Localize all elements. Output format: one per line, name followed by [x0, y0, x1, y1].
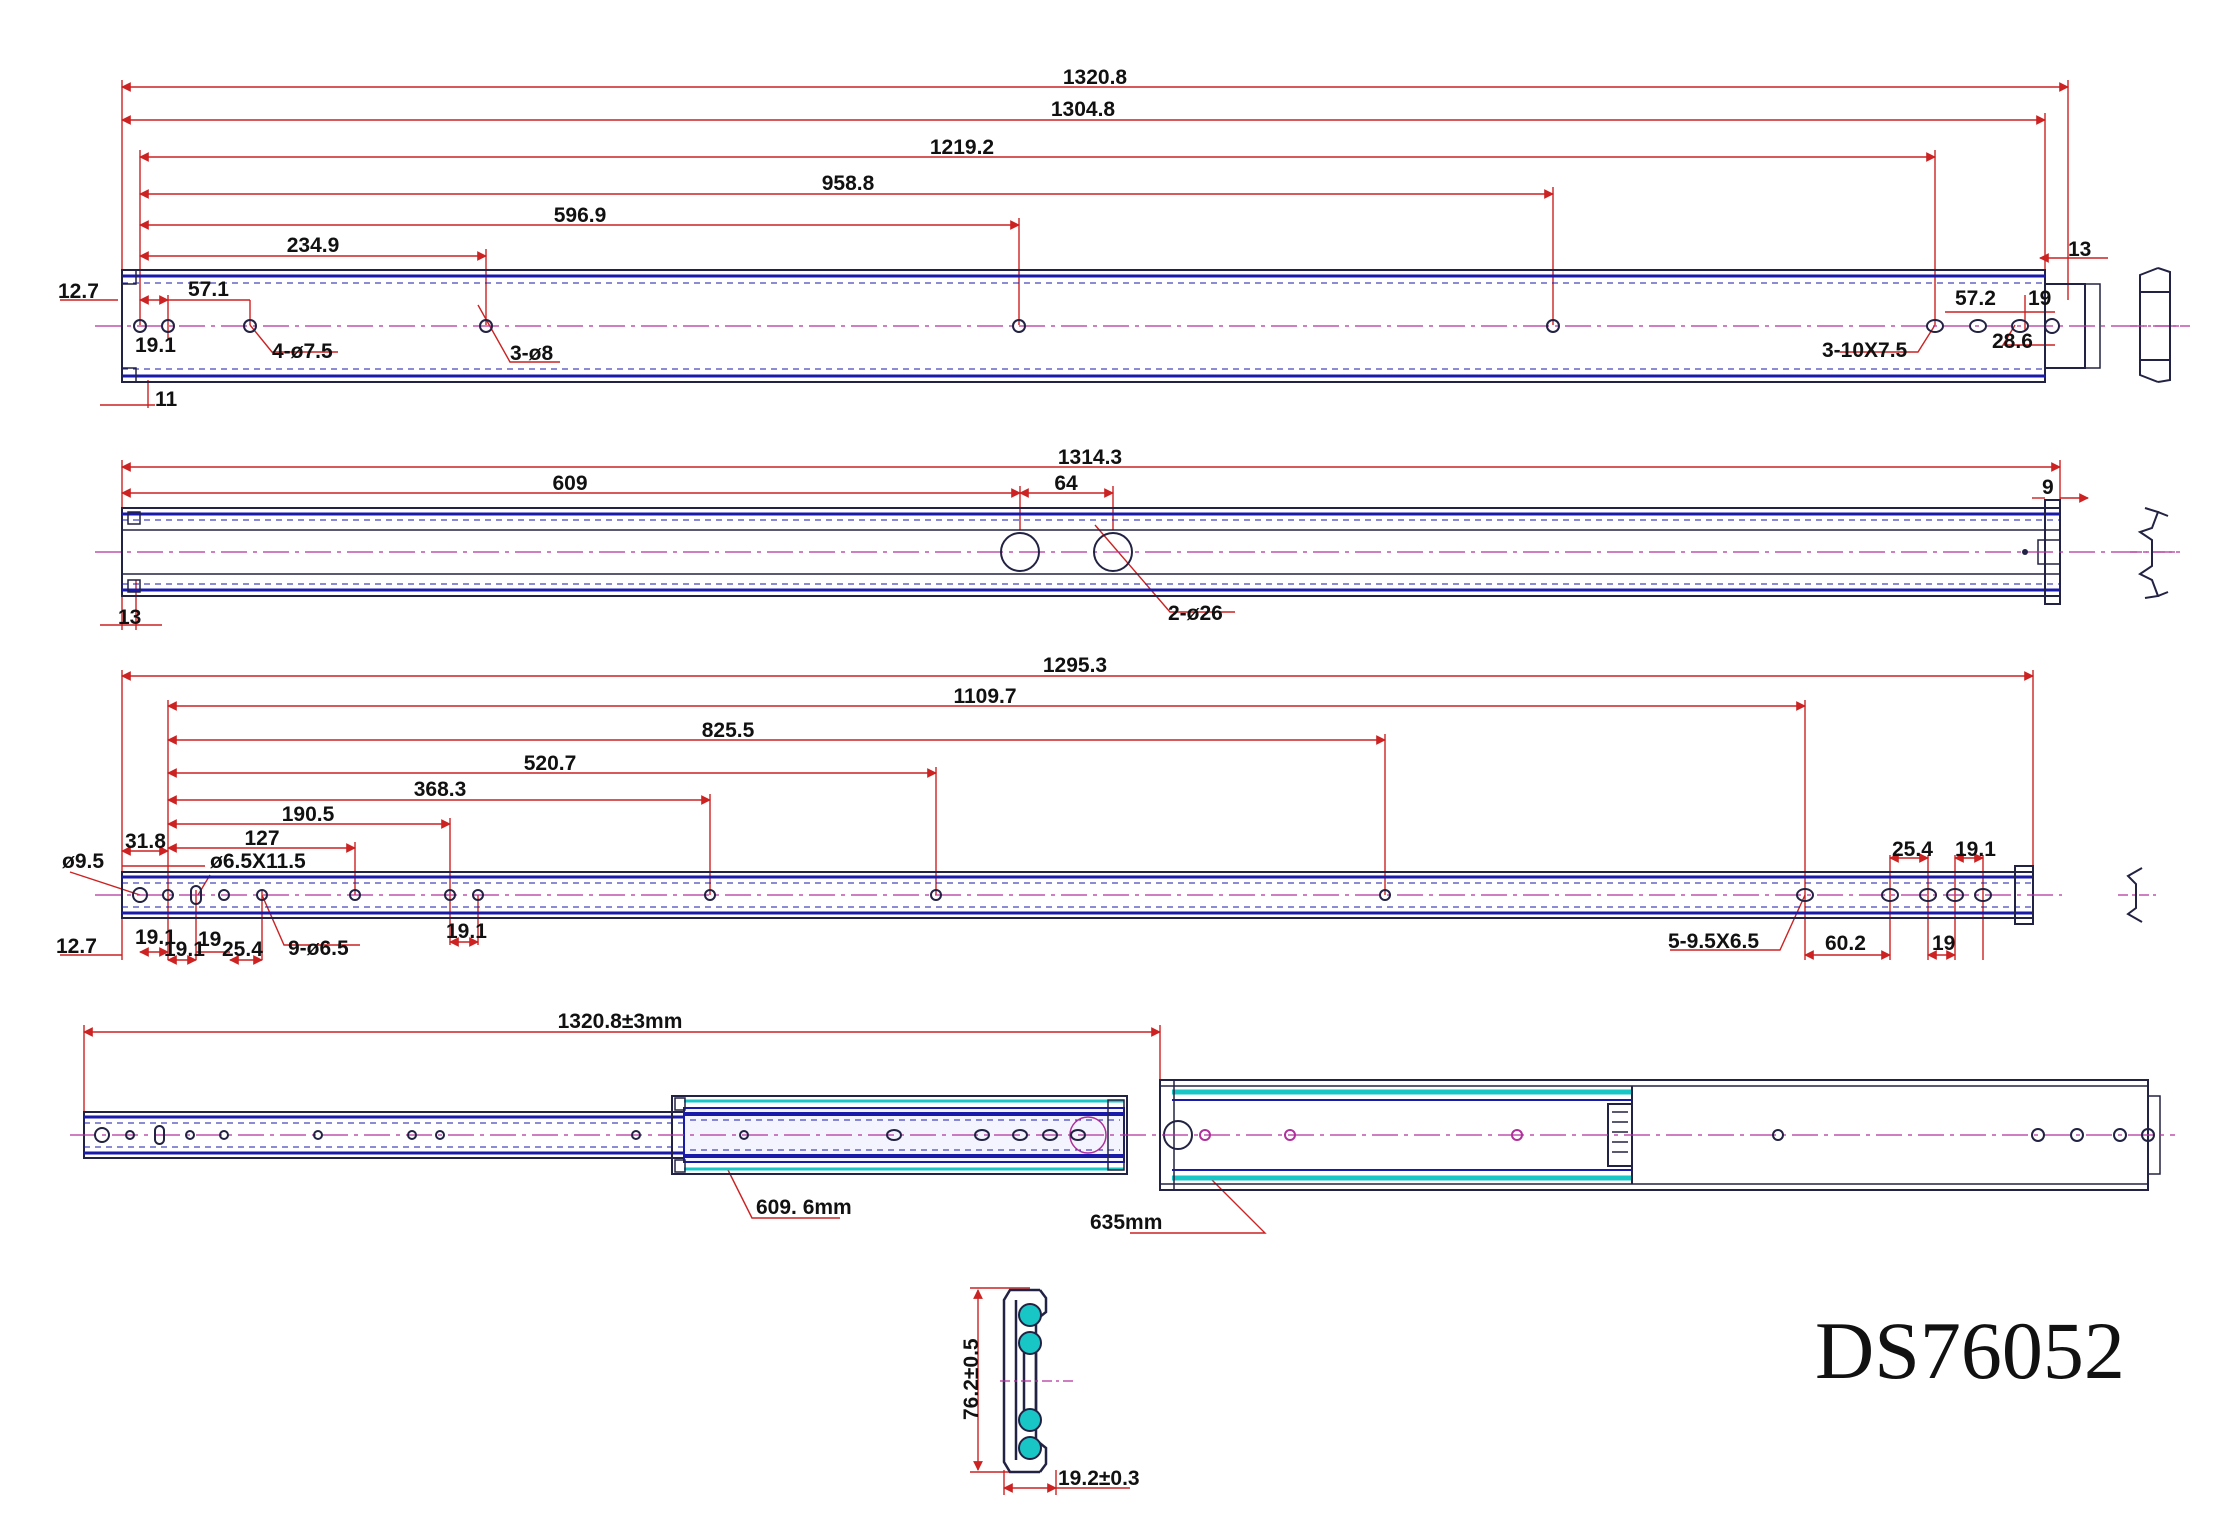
view3-dim-1109: 1109.7 [953, 685, 1016, 708]
view1-dim-13: 13 [2068, 238, 2091, 261]
view3-dim-19-1d: 19.1 [1955, 838, 1996, 861]
view3-holes [132, 885, 1992, 905]
view1-dim-596: 596.9 [554, 204, 607, 227]
view3-dim-825: 825.5 [702, 719, 755, 742]
view1-dimensions [60, 80, 2108, 408]
view1-dim-1219: 1219.2 [930, 136, 994, 159]
view3-dim-12-7: 12.7 [56, 935, 97, 958]
view-intermediate-member: 1314.3 609 64 9 13 2-ø26 [95, 446, 2180, 630]
view4-outer-slide [1159, 1079, 2161, 1191]
view3-holes: 9-ø6.5 [288, 937, 349, 960]
view3-dim-19b: 19 [1932, 932, 1955, 955]
view1-holes-a: 4-ø7.5 [272, 340, 333, 363]
section-ball-bearings [1018, 1303, 1042, 1460]
view1-dim-958: 958.8 [822, 172, 875, 195]
view4-extension-length: 1320.8±3mm [558, 1010, 683, 1033]
view1-dim-19-1: 19.1 [135, 334, 176, 357]
view3-dim-60-2: 60.2 [1825, 932, 1866, 955]
view2-overall-1314: 1314.3 [1058, 446, 1122, 469]
view3-dim-520: 520.7 [524, 752, 577, 775]
section-dimensions [970, 1287, 1130, 1495]
view3-dim-25-4b: 25.4 [1892, 838, 1933, 861]
view3-overall-1295: 1295.3 [1043, 654, 1107, 677]
view1-rail [95, 269, 2185, 383]
view3-end-profile [2118, 867, 2160, 923]
view1-overall-1320: 1320.8 [1063, 66, 1128, 89]
view1-dim-57-1: 57.1 [188, 278, 229, 301]
view1-dim-19: 19 [2028, 287, 2051, 310]
view3-dim-19-1b: 19.1 [164, 938, 205, 961]
view3-dim-127: 127 [244, 827, 279, 850]
view1-end-profile [2130, 267, 2190, 383]
view-cross-section: 76.2±0.5 19.2±0.3 [960, 1287, 1140, 1495]
view1-dim-57-2: 57.2 [1955, 287, 1996, 310]
model-number: DS76052 [1815, 1305, 2125, 1396]
view3-dim-9-5: ø9.5 [62, 850, 104, 873]
view-outer-member: 1320.8 1304.8 1219.2 958.8 596.9 234.9 1… [58, 66, 2190, 411]
view4-holes [94, 1125, 2155, 1145]
view3-slot: ø6.5X11.5 [210, 850, 306, 873]
view1-slots: 3-10X7.5 [1822, 339, 1908, 362]
view3-slots: 5-9.5X6.5 [1668, 930, 1759, 953]
view1-dim-12-7: 12.7 [58, 280, 99, 303]
view2-dim-9: 9 [2042, 476, 2054, 499]
section-height: 76.2±0.5 [960, 1338, 983, 1420]
view1-dim-28-6: 28.6 [1992, 330, 2033, 353]
view3-dim-31-8: 31.8 [125, 830, 166, 853]
view3-dim-190: 190.5 [282, 803, 335, 826]
view2-dim-13: 13 [118, 606, 141, 629]
view2-dim-609: 609 [552, 472, 587, 495]
view3-rail [95, 865, 2062, 925]
view3-dim-19a: 19 [198, 928, 221, 951]
view1-dim-11: 11 [155, 388, 178, 411]
view4-inner-length: 609. 6mm [756, 1196, 852, 1219]
section-width: 19.2±0.3 [1058, 1467, 1140, 1490]
view3-dim-25-4a: 25.4 [222, 938, 263, 961]
view1-dim-234: 234.9 [287, 234, 340, 257]
view-inner-member: 1295.3 1109.7 825.5 520.7 368.3 190.5 12… [56, 654, 2160, 965]
view3-dim-368: 368.3 [414, 778, 467, 801]
view1-holes-b: 3-ø8 [510, 342, 554, 365]
view1-holes [133, 318, 2060, 334]
view3-dimensions [60, 670, 2034, 965]
view2-rail [95, 499, 2175, 605]
view-extended-assembly: 1320.8±3mm 609. 6mm 635mm [70, 1010, 2175, 1234]
view4-outer-length: 635mm [1090, 1211, 1162, 1234]
view2-dimensions [100, 460, 2089, 630]
view2-end-profile [2130, 507, 2180, 599]
view3-dim-19-1c: 19.1 [446, 920, 487, 943]
view2-holes: 2-ø26 [1168, 602, 1223, 625]
view3-dim-19-1a: 19.1 [135, 926, 176, 949]
view2-dim-64: 64 [1054, 472, 1078, 495]
view1-overall-1304: 1304.8 [1051, 98, 1116, 121]
